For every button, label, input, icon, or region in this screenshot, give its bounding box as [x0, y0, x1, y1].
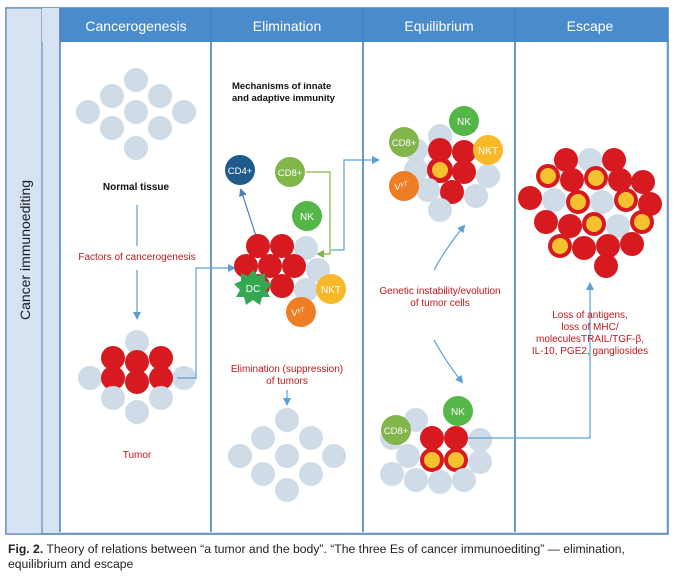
nkt-cell-equilibrium: [473, 135, 503, 165]
normal-tissue-cluster-1: [76, 68, 196, 160]
column-header-escape: Escape: [567, 18, 614, 34]
escape-loss-line1: Loss of antigens,: [552, 310, 628, 321]
mechanisms-label-line2: and adaptive immunity: [232, 93, 336, 104]
vgt-main: V: [291, 308, 298, 319]
nk-cell-equilibrium-top: [449, 106, 479, 136]
mechanisms-label-line1: Mechanisms of innate: [232, 81, 331, 92]
tumor-cluster-1: [78, 330, 196, 424]
genetic-label-line1: Genetic instability/evolution: [379, 286, 500, 297]
caption-text: Theory of relations between “a tumor and…: [8, 542, 625, 571]
cd8-label-equilibrium-top: CD8+: [392, 138, 417, 149]
dc-cell: [234, 270, 272, 305]
vgt-label-elimination: VγT: [291, 307, 305, 319]
arrow-tumor-to-elimination: [177, 264, 236, 379]
escape-loss-line3: moleculesTRAIL/TGF-β,: [536, 334, 644, 345]
column-header-cancerogenesis: Cancerogenesis: [85, 18, 186, 34]
cd8-label-equilibrium-bottom: CD8+: [384, 426, 409, 437]
arrow-curve-up: [433, 224, 466, 271]
figure-caption: Fig. 2. Theory of relations between “a t…: [8, 542, 668, 572]
cd8-label-elimination: CD8+: [278, 168, 303, 179]
column-header-elimination: Elimination: [253, 18, 321, 34]
nkt-cell-elimination: [316, 274, 346, 304]
arrow-cd8-to-tumor: [306, 171, 331, 258]
cd8-cell-equilibrium-top: [389, 127, 419, 157]
tumor-label: Tumor: [123, 450, 152, 461]
header-left-corner: [42, 8, 60, 42]
escape-loss-line2: loss of MHC/: [561, 322, 618, 333]
suppression-label-line1: Elimination (suppression): [231, 364, 343, 375]
factors-label: Factors of cancerogenesis: [78, 252, 195, 263]
vgt-sup-equilibrium: γT: [401, 181, 408, 188]
arrow-tumor-to-cd4: [239, 188, 257, 237]
suppression-label-line2: of tumors: [266, 376, 308, 387]
arrow-elimination-to-equilibrium: [331, 156, 380, 251]
nk-label-elimination: NK: [300, 212, 314, 223]
column-header-equilibrium: Equilibrium: [404, 18, 473, 34]
cd4-cell: [225, 155, 255, 185]
nk-cell-elimination: [292, 201, 322, 231]
cd8-cell-equilibrium-bottom: [381, 415, 411, 445]
nk-label-equilibrium-bottom: NK: [451, 407, 465, 418]
vgt-sup: γT: [298, 307, 305, 314]
vgt-main-equilibrium: V: [394, 182, 401, 193]
column-panel-4: [516, 42, 666, 532]
vgt-cell-equilibrium: [389, 171, 419, 201]
nk-label-equilibrium-top: NK: [457, 117, 471, 128]
vgt-cell-elimination: [286, 297, 316, 327]
nk-cell-equilibrium-bottom: [443, 396, 473, 426]
dc-label: DC: [246, 284, 260, 295]
side-label: Cancer immunoediting: [17, 180, 33, 320]
nkt-label-elimination: NKT: [321, 285, 341, 296]
genetic-label-line2: of tumor cells: [410, 298, 469, 309]
vgt-label-equilibrium: VγT: [394, 181, 408, 193]
normal-tissue-cluster-2: [228, 408, 346, 502]
normal-tissue-label: Normal tissue: [103, 182, 170, 193]
side-label-strip: [5, 7, 43, 535]
arrow-curve-down: [433, 339, 464, 384]
arrow-equilibrium-to-escape: [468, 282, 594, 439]
escape-tumor-cluster: [518, 148, 662, 278]
cd8-cell-elimination: [275, 157, 305, 187]
nkt-label-equilibrium: NKT: [478, 146, 498, 157]
caption-label: Fig. 2.: [8, 542, 44, 556]
escape-loss-line4: IL-10, PGE2, gangliosides: [532, 346, 648, 357]
equilibrium-cluster-top: [404, 124, 500, 222]
cd4-label: CD4+: [228, 166, 253, 177]
header-band: [60, 8, 668, 42]
